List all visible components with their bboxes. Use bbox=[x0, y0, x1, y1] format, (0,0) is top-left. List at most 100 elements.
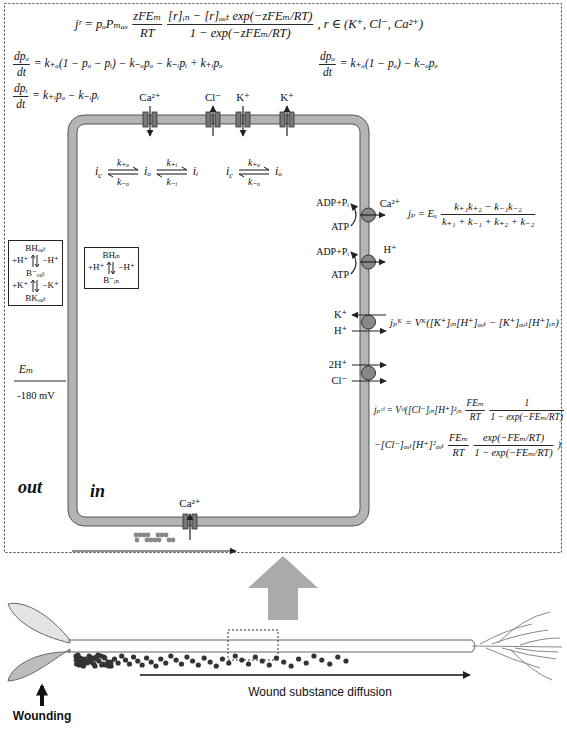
wound-substance-dot bbox=[164, 533, 169, 538]
wound-substance-dot bbox=[319, 657, 324, 662]
buffer-species: −K⁺ bbox=[42, 280, 58, 291]
wound-substance-dot bbox=[196, 662, 201, 667]
equation-term: dt bbox=[16, 98, 25, 111]
ion-label: K⁺ bbox=[236, 91, 250, 104]
ion-label: Cl⁻ bbox=[205, 91, 221, 104]
equation-term: jʳ = pₒPₘₐₓ bbox=[75, 17, 128, 31]
reversible-arrow bbox=[157, 167, 187, 177]
buffer-row: BHᵢₙ bbox=[88, 250, 135, 261]
wound-substance-dot bbox=[214, 663, 219, 668]
potential-label: -180 mV bbox=[17, 390, 55, 402]
pump-label: ADP+Pᵢ bbox=[316, 197, 349, 209]
equilibrium-arrow bbox=[30, 279, 40, 293]
diffusion-arrow bbox=[140, 674, 470, 675]
buffer-species: B⁻ₒᵤₜ bbox=[26, 268, 45, 279]
wound-substance-dot bbox=[95, 652, 100, 657]
wound-substance-dot bbox=[87, 654, 92, 659]
equation-term: jₚᶜˡ = Vᶜˡ([Cl⁻]ᵢₙ[H⁺]²ᵢₙ bbox=[374, 405, 462, 416]
reversible-arrow bbox=[108, 167, 138, 177]
equation-term: RT bbox=[140, 26, 155, 40]
wound-substance-dot bbox=[311, 653, 316, 658]
wound-substance-dot bbox=[123, 657, 128, 662]
equilibrium-arrow bbox=[106, 261, 116, 275]
equation-term: exp(−FEₘ/RT) bbox=[483, 432, 544, 444]
wound-substance-dot bbox=[184, 654, 189, 659]
ion-label: Ca²⁺ bbox=[179, 497, 200, 510]
equation-term: dpₒ bbox=[14, 50, 29, 63]
buffer-species: −H⁺ bbox=[118, 262, 134, 273]
caption-label: Wound substance diffusion bbox=[248, 686, 392, 700]
potential-lead bbox=[14, 381, 66, 382]
wound-substance-dot bbox=[144, 655, 149, 660]
potential-label: Eₘ bbox=[19, 363, 34, 377]
buffer-species: +H⁺ bbox=[12, 255, 28, 266]
equation-term: jₚᴷ = Vᴷ([K⁺]ᵢₙ[H⁺]ₒᵤₜ − [K⁺]ₒᵤₜ[H⁺]ᵢₙ) bbox=[390, 317, 559, 329]
equation-term: dpₒ bbox=[320, 50, 335, 63]
zoom-panel bbox=[5, 4, 562, 553]
kinetic-state: c bbox=[98, 171, 102, 181]
wound-substance-dot bbox=[233, 653, 238, 658]
cell-membrane bbox=[68, 115, 369, 526]
buffer-species: −H⁺ bbox=[42, 255, 58, 266]
kinetic-state: iᵢ bbox=[193, 165, 198, 179]
equation-term: 1 bbox=[524, 398, 529, 409]
wound-substance-dot bbox=[146, 533, 151, 538]
wound-substance-dot bbox=[131, 654, 136, 659]
buffer-row: +H⁺ −H⁺ bbox=[88, 261, 135, 275]
wound-substance-dot bbox=[202, 655, 207, 660]
caption-label: Wounding bbox=[13, 710, 71, 724]
wound-substance-dot bbox=[157, 538, 162, 543]
pump-label: ATP bbox=[331, 221, 349, 233]
equation-term: −[Cl⁻]ₒᵤₜ[H⁺]²ₒᵤₜ bbox=[374, 439, 444, 451]
fraction-bar bbox=[448, 445, 469, 446]
buffer-species: +H⁺ bbox=[88, 262, 104, 273]
equation-term: k₊₁k₊₂ − k₋₁k₋₂ bbox=[454, 201, 522, 213]
equation-term: jₚ = Eₒ bbox=[408, 208, 437, 220]
wound-substance-dot bbox=[190, 658, 195, 663]
equation-term: = k₊ₒ(1 − pₒ) − k₋ₒpₒ bbox=[340, 57, 438, 70]
wound-substance-dot bbox=[208, 659, 213, 664]
wound-substance-dot bbox=[92, 663, 97, 668]
kinetic-state: k₋ᵢ bbox=[166, 176, 177, 187]
wounding-arrow bbox=[40, 686, 44, 706]
pump-label: ADP+Pᵢ bbox=[316, 246, 349, 258]
wound-substance-dot bbox=[253, 654, 258, 659]
equation-term: [r]ᵢₙ − [r]ₒᵤₜ exp(−zFEₘ/RT) bbox=[168, 9, 312, 23]
wound-substance-dot bbox=[75, 652, 80, 657]
wound-substance-dot bbox=[260, 658, 265, 663]
wound-substance-dot bbox=[163, 660, 168, 665]
pump-label: Cl⁻ bbox=[332, 375, 347, 387]
wound-substance-dot bbox=[267, 662, 272, 667]
fraction-bar bbox=[13, 25, 564, 446]
kinetic-state: k₋ₒ bbox=[117, 176, 129, 187]
buffer-row: BKₒᵤₜ bbox=[12, 293, 59, 304]
equation-term: = k₊ₒ(1 − pₒ − pᵢ) − k₋ₒpₒ − k₋ᵢpᵢ + k₊ᵢ… bbox=[34, 57, 223, 70]
wound-substance-dot bbox=[179, 661, 184, 666]
fraction-bar bbox=[490, 410, 565, 411]
kinetic-state: i bbox=[95, 165, 98, 179]
equation-term: FEₘ bbox=[466, 398, 483, 409]
buffer-species: B⁻ᵢₙ bbox=[103, 275, 119, 286]
pump-label: 2H⁺ bbox=[329, 359, 347, 371]
pump-label: Ca²⁺ bbox=[380, 198, 400, 210]
equilibrium-arrow bbox=[31, 255, 39, 267]
kinetic-state: k₊ᵢ bbox=[166, 157, 177, 168]
wound-substance-dot bbox=[174, 657, 179, 662]
cell-membrane: in BHᵢₙ+H⁺ −H⁺ B⁻ᵢₙ bbox=[68, 115, 369, 526]
wound-substance-dot bbox=[246, 661, 251, 666]
fraction-bar bbox=[474, 445, 554, 446]
buffer-species: BKₒᵤₜ bbox=[25, 293, 45, 304]
ion-pump bbox=[362, 208, 376, 380]
ion-label: K⁺ bbox=[280, 91, 294, 104]
equation-term: 1 − exp(−FEₘ/RT) bbox=[475, 447, 553, 459]
kinetic-state: iₒ bbox=[144, 165, 151, 179]
equation-term: 1 − exp(−zFEₘ/RT) bbox=[190, 26, 291, 40]
equation-term: 1 − exp(−FEₘ/RT) bbox=[491, 412, 564, 423]
pump-label: ATP bbox=[331, 269, 349, 281]
wound-substance-dot bbox=[127, 661, 132, 666]
wound-substance-dot bbox=[171, 538, 176, 543]
wound-substance-dot bbox=[119, 653, 124, 658]
wound-substance-dot bbox=[281, 659, 286, 664]
region-label: out bbox=[18, 477, 42, 498]
compartment-label: in bbox=[90, 481, 105, 502]
